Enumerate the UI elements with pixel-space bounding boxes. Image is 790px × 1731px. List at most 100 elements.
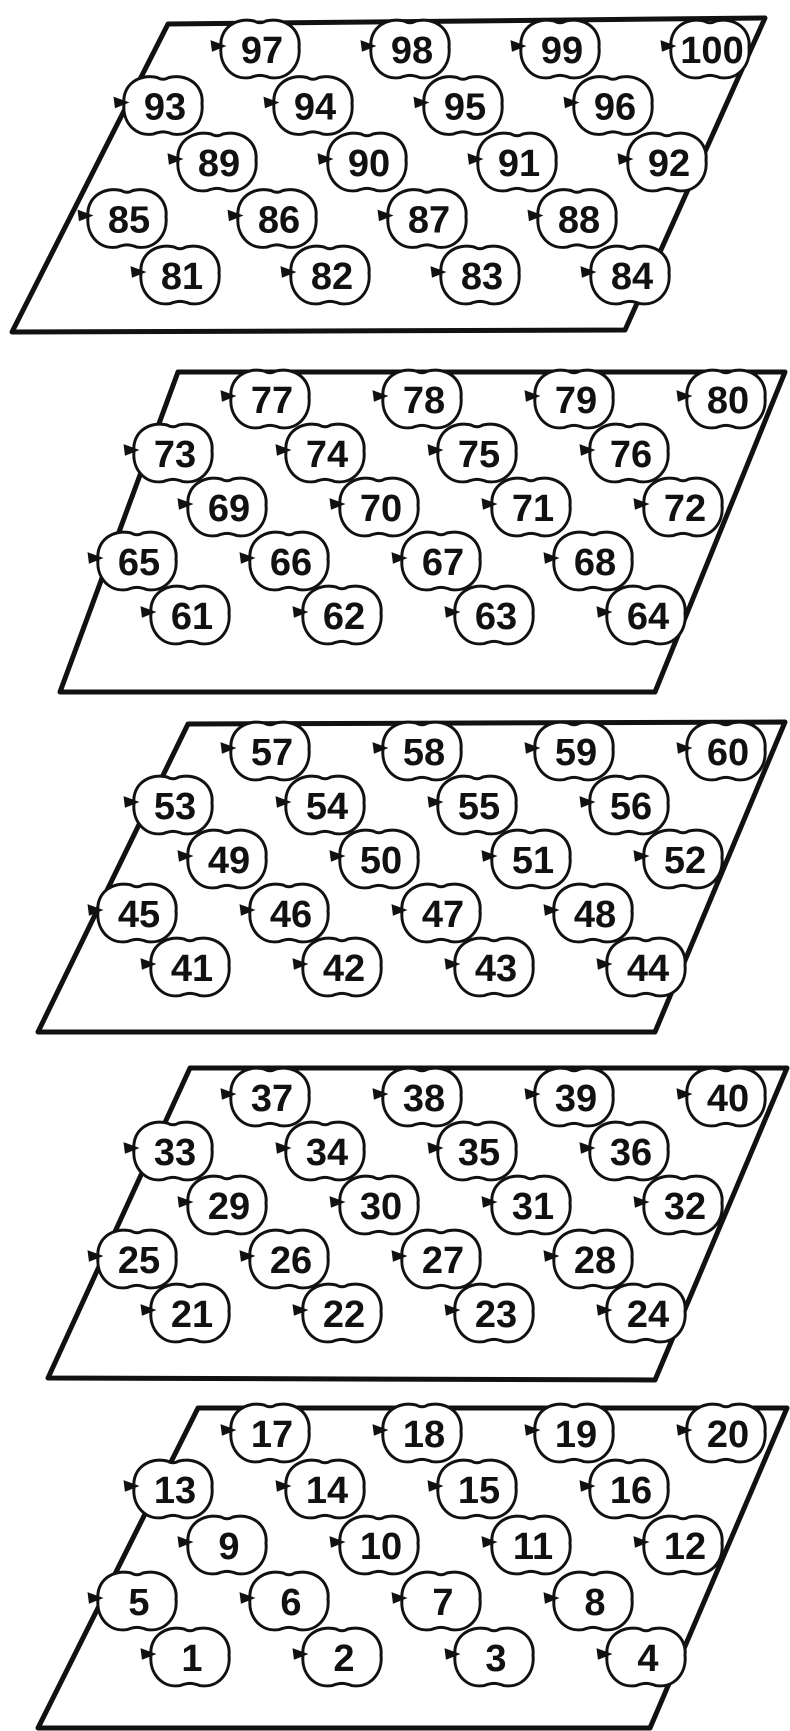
apple-number: 64 [627,596,669,638]
apple-number: 76 [610,434,652,476]
apple-number: 47 [422,894,464,936]
apple-13: 13 [125,1460,212,1518]
apple-number: 54 [306,786,348,828]
apple-number: 8 [584,1582,605,1624]
apple-number: 39 [555,1078,597,1120]
apple-number: 32 [664,1186,706,1228]
apple-number: 73 [154,434,196,476]
apple-number: 51 [512,840,554,882]
apple-number: 55 [458,786,500,828]
apple-number: 22 [323,1294,365,1336]
apple-number: 27 [422,1240,464,1282]
apple-number: 1 [181,1638,202,1680]
apple-number: 67 [422,542,464,584]
apple-number: 53 [154,786,196,828]
apple-number: 2 [333,1638,354,1680]
apple-number: 25 [118,1240,160,1282]
apple-number: 6 [280,1582,301,1624]
apple-number: 11 [513,1526,553,1568]
apple-number: 68 [574,542,616,584]
apple-number: 15 [458,1470,500,1512]
apple-number: 24 [627,1294,669,1336]
apple-number: 23 [475,1294,517,1336]
apple-number: 87 [408,200,450,242]
apple-number: 7 [432,1582,453,1624]
apple-number: 10 [360,1526,402,1568]
apple-number: 28 [574,1240,616,1282]
apple-number: 62 [323,596,365,638]
apple-number: 61 [171,596,213,638]
apple-number: 91 [498,143,540,185]
apple-number: 80 [707,380,749,422]
apple-number: 59 [555,732,597,774]
apple-number: 26 [270,1240,312,1282]
apple-number: 97 [241,30,283,72]
apple-number: 19 [555,1414,597,1456]
apple-number: 96 [594,87,636,129]
apple-number: 93 [144,87,186,129]
apple-number: 46 [270,894,312,936]
apple-number: 33 [154,1132,196,1174]
apple-number: 69 [208,488,250,530]
apple-number: 20 [707,1414,749,1456]
apple-number: 12 [664,1526,706,1568]
apple-number: 84 [611,256,653,298]
apple-number: 85 [108,200,150,242]
apple-number: 94 [294,87,336,129]
apple-number: 89 [198,143,240,185]
apple-number: 90 [348,143,390,185]
apple-number: 5 [128,1582,149,1624]
apple-33: 33 [125,1122,212,1180]
apple-number: 14 [306,1470,348,1512]
apple-number: 31 [512,1186,554,1228]
apple-number: 66 [270,542,312,584]
apple-number: 30 [360,1186,402,1228]
tray-41-60: 5758596053545556495051524546474841424344 [38,722,785,1032]
apple-number: 40 [707,1078,749,1120]
tray-81-100: 9798991009394959689909192858687888182838… [12,18,765,332]
apple-number: 52 [664,840,706,882]
apple-number: 98 [391,30,433,72]
apple-number: 48 [574,894,616,936]
apple-number: 36 [610,1132,652,1174]
apple-number: 77 [251,380,293,422]
apple-number: 16 [610,1470,652,1512]
apple-number: 29 [208,1186,250,1228]
apple-number: 56 [610,786,652,828]
apple-number: 45 [118,894,160,936]
apple-number: 50 [360,840,402,882]
apple-number: 38 [403,1078,445,1120]
apple-number: 92 [648,143,690,185]
apple-number: 44 [627,948,669,990]
apple-number: 74 [306,434,348,476]
apple-number: 17 [251,1414,293,1456]
apple-number: 65 [118,542,160,584]
apple-number: 60 [707,732,749,774]
apple-number: 34 [306,1132,348,1174]
tray-21-40: 3738394033343536293031322526272821222324 [48,1068,787,1380]
apple-number: 21 [171,1294,213,1336]
apple-number: 71 [512,488,554,530]
apple-number: 82 [311,256,353,298]
tray-61-80: 7778798073747576697071726566676861626364 [60,370,785,692]
apple-number: 83 [461,256,503,298]
apple-number: 58 [403,732,445,774]
apple-number: 9 [218,1526,239,1568]
apple-number: 86 [258,200,300,242]
apple-number: 13 [154,1470,196,1512]
apple-number: 37 [251,1078,293,1120]
apple-number: 78 [403,380,445,422]
apple-number: 41 [171,948,213,990]
apple-number: 72 [664,488,706,530]
tray-1-20: 1718192013141516910111256781234 [38,1404,787,1728]
apple-number: 43 [475,948,517,990]
apple-number: 75 [458,434,500,476]
apple-number: 70 [360,488,402,530]
apple-number: 3 [485,1638,506,1680]
apple-number: 63 [475,596,517,638]
apple-number: 81 [161,256,203,298]
apple-number: 4 [637,1638,658,1680]
apple-number: 49 [208,840,250,882]
apple-number: 57 [251,732,293,774]
